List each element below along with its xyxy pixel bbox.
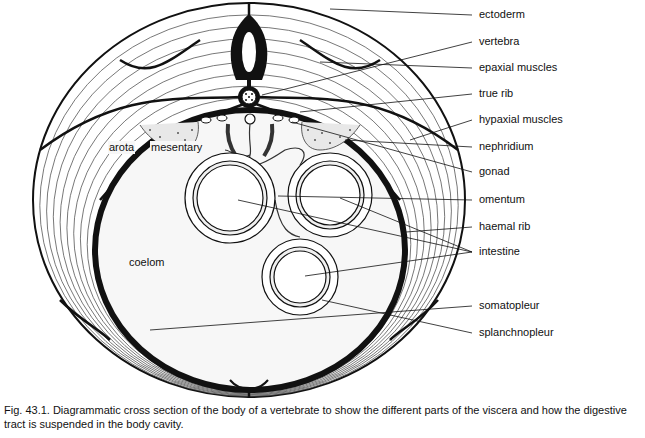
part-label: hypaxial muscles xyxy=(478,113,564,126)
part-label: ectoderm xyxy=(478,8,526,21)
part-label: vertebra xyxy=(478,35,520,48)
part-label: arota xyxy=(108,141,135,154)
part-label: coelom xyxy=(128,256,165,269)
part-label: haemal rib xyxy=(478,220,531,233)
part-label: omentum xyxy=(478,193,526,206)
part-label: gonad xyxy=(478,165,511,178)
part-label: intestine xyxy=(478,245,521,258)
part-label: nephridium xyxy=(478,140,534,153)
part-label: epaxial muscles xyxy=(478,61,558,74)
part-label: splanchnopleur xyxy=(478,326,555,339)
part-label: somatopleur xyxy=(478,299,541,312)
part-label: mesentary xyxy=(150,141,203,154)
part-label: true rib xyxy=(478,87,514,100)
figure-caption: Fig. 43.1. Diagrammatic cross section of… xyxy=(4,403,640,431)
